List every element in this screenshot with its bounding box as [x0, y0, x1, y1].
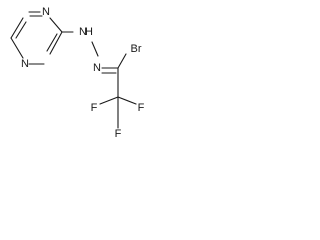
- atom-fluorine-bottom: F: [115, 128, 122, 140]
- bond-cf3-to-f-left: [99, 96, 119, 105]
- bond-ring-6-inner: [15, 21, 27, 39]
- atom-hydrazone-h: H: [85, 26, 93, 38]
- pyrazine-ring: [10, 11, 63, 65]
- bond-ring-5: [10, 37, 24, 59]
- atom-imine-n: N: [93, 62, 101, 74]
- bond-cf3-to-f-right: [117, 96, 137, 105]
- bond-ring-6: [10, 17, 24, 39]
- atom-ring-n-bottom: N: [21, 58, 29, 70]
- atom-hydrazone-n: N: [79, 26, 87, 38]
- chemical-structure: N N N H N Br F F F: [10, 6, 145, 140]
- bond-c-to-br: [117, 53, 127, 69]
- bond-ring-2: [49, 17, 63, 33]
- side-chain: [61, 31, 137, 129]
- bond-nh-to-n: [91, 41, 99, 57]
- structure-canvas: N N N H N Br F F F: [0, 0, 169, 173]
- atom-fluorine-left: F: [91, 102, 98, 114]
- atom-bromine: Br: [131, 43, 142, 55]
- bond-ring-3: [49, 31, 63, 55]
- atom-ring-n-top: N: [42, 6, 50, 18]
- bond-ring-3-inner: [46, 33, 58, 52]
- atom-labels: N N N H N Br F F F: [21, 6, 145, 140]
- atom-fluorine-right: F: [138, 102, 145, 114]
